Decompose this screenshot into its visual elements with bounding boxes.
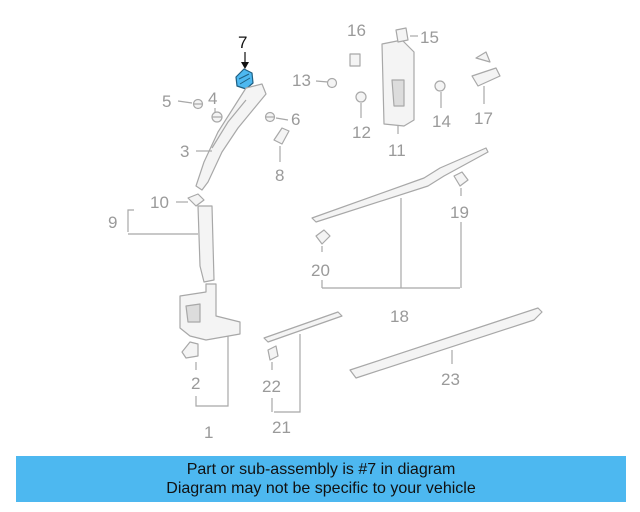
- part-21-scuff-plate[interactable]: [263, 311, 343, 343]
- part-14-screw[interactable]: [434, 80, 446, 92]
- leader-13: [315, 80, 329, 83]
- part-22-clip[interactable]: [267, 345, 279, 361]
- callout-4[interactable]: 4: [208, 89, 217, 108]
- part-5-bolt[interactable]: [192, 98, 204, 110]
- callout-23[interactable]: 23: [441, 370, 460, 389]
- callout-22[interactable]: 22: [262, 377, 281, 396]
- callout-9[interactable]: 9: [108, 213, 117, 232]
- part-16-clip[interactable]: [349, 53, 361, 67]
- part-3-detail: [211, 99, 247, 149]
- callout-8[interactable]: 8: [275, 166, 284, 185]
- callout-7[interactable]: 7: [238, 33, 247, 52]
- callout-21[interactable]: 21: [272, 418, 291, 437]
- leader-6: [275, 117, 289, 121]
- callout-12[interactable]: 12: [352, 123, 371, 142]
- leader-1: [210, 336, 229, 407]
- part-8-clip[interactable]: [273, 127, 290, 145]
- part-17-handle[interactable]: [471, 51, 501, 87]
- callout-18[interactable]: 18: [390, 307, 409, 326]
- callout-16[interactable]: 16: [347, 21, 366, 40]
- part-4-screw[interactable]: [211, 111, 223, 123]
- part-18-sill-molding[interactable]: [311, 147, 489, 223]
- banner-line-1: Part or sub-assembly is #7 in diagram: [186, 461, 456, 478]
- part-1-kick-panel[interactable]: [179, 283, 241, 341]
- part-2-clip[interactable]: [181, 341, 199, 359]
- leader-9: [127, 209, 198, 235]
- part-12-bolt[interactable]: [355, 91, 367, 103]
- leader-21: [274, 334, 301, 413]
- callout-13[interactable]: 13: [292, 71, 311, 90]
- part-10-clip[interactable]: [187, 193, 205, 207]
- part-13-screw[interactable]: [326, 77, 338, 89]
- callout-2[interactable]: 2: [191, 374, 200, 393]
- leader-5: [177, 100, 193, 104]
- part-9-lower-pillar[interactable]: [197, 205, 215, 283]
- part-19-clip[interactable]: [453, 171, 469, 187]
- callout-20[interactable]: 20: [311, 261, 330, 280]
- part-3-a-pillar-trim[interactable]: [195, 83, 267, 191]
- callout-19[interactable]: 19: [450, 203, 469, 222]
- part-15-clip[interactable]: [395, 27, 409, 43]
- banner-line-2: Diagram may not be specific to your vehi…: [166, 480, 476, 497]
- callout-17[interactable]: 17: [474, 109, 493, 128]
- callout-14[interactable]: 14: [432, 112, 451, 131]
- callout-3[interactable]: 3: [180, 142, 189, 161]
- leader-18: [322, 198, 460, 289]
- callout-10[interactable]: 10: [150, 193, 169, 212]
- part-11-detail: [391, 79, 405, 107]
- callout-15[interactable]: 15: [420, 28, 439, 47]
- callout-5[interactable]: 5: [162, 92, 171, 111]
- callout-1[interactable]: 1: [204, 423, 213, 442]
- callout-6[interactable]: 6: [291, 110, 300, 129]
- part-20-clip[interactable]: [315, 229, 331, 245]
- info-banner: Part or sub-assembly is #7 in diagram Di…: [16, 456, 626, 502]
- part-23-scuff-plate[interactable]: [349, 307, 543, 379]
- leader-2: [195, 362, 210, 407]
- parts-diagram: 7 3 4 5 6 8 10 9 1 2 13: [108, 21, 543, 442]
- callout-11[interactable]: 11: [388, 141, 406, 160]
- part-7-clip[interactable]: [235, 68, 254, 90]
- part-6-bolt[interactable]: [264, 111, 276, 123]
- arrow-7: [241, 62, 249, 69]
- part-1-detail: [185, 303, 201, 323]
